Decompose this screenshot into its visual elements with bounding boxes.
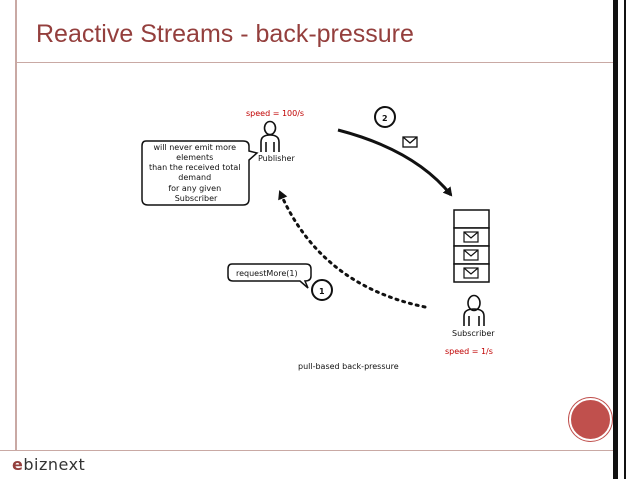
callout-line: elements [176,153,213,162]
step-1-badge: 1 [311,279,333,301]
slide-title: Reactive Streams - back-pressure [36,20,414,48]
diagram-caption: pull-based back-pressure [298,362,399,371]
queued-envelope-icon [463,249,479,261]
callout-line: Subscriber [175,194,218,203]
publisher-person-icon [260,120,280,152]
request-arrow [278,190,427,309]
step-1-number: 1 [319,287,325,296]
request-label: requestMore(1) [236,269,298,278]
publisher-speed: speed = 100/s [246,109,304,118]
footer-divider [0,450,613,451]
callout-line: than the received total [149,163,241,172]
slide-border-right-thin [624,0,626,479]
callout-line: will never emit more [153,143,236,152]
logo-main: biznext [23,455,86,474]
callout-bubble [141,140,259,206]
queued-envelope-icon [463,267,479,279]
title-divider [17,62,613,63]
subscriber-person-icon [463,294,485,326]
subscriber-speed: speed = 1/s [445,347,493,356]
slide-border-right [613,0,618,479]
request-bubble [227,263,312,289]
subscriber-label: Subscriber [452,329,495,338]
callout-line: for any given [168,184,221,193]
queued-envelope-icon [463,231,479,243]
step-2-badge: 2 [374,106,396,128]
slide-border-left [15,0,17,450]
envelope-icon [402,136,418,148]
step-2-number: 2 [382,114,388,123]
push-arrow [337,128,453,197]
publisher-label: Publisher [258,154,295,163]
decorative-circle [569,398,612,441]
callout-text: will never emit more elements than the r… [149,143,243,203]
ebiznext-logo: ebiznext [12,455,85,474]
queue-slot-empty [453,209,490,229]
callout-line: demand [178,173,211,182]
logo-prefix: e [12,455,24,474]
